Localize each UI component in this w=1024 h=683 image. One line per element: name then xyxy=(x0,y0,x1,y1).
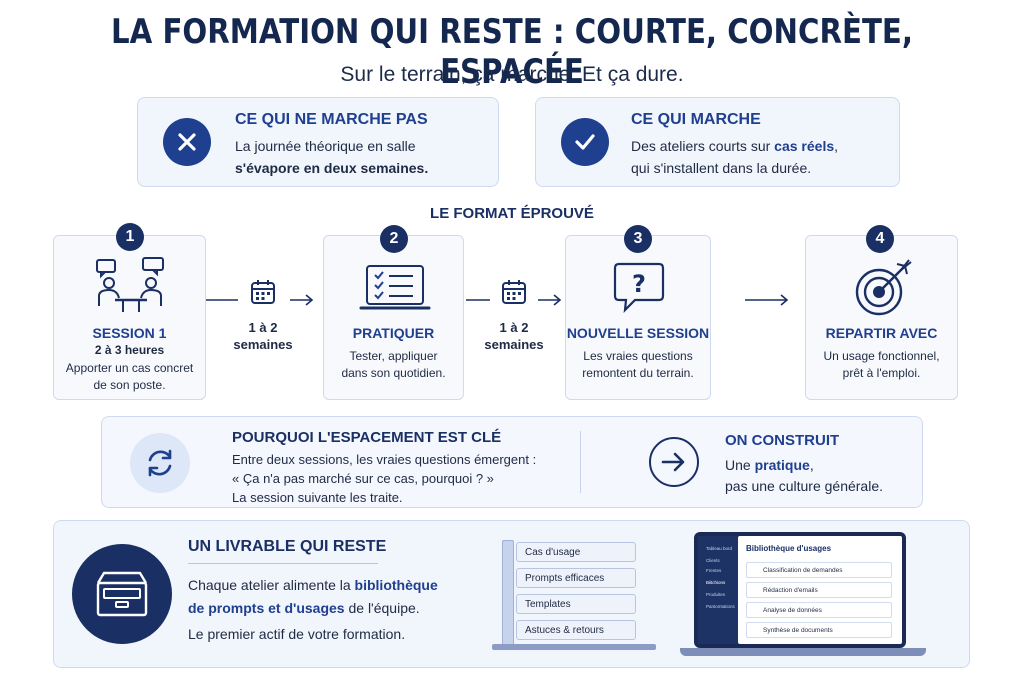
laptop-checklist-icon xyxy=(359,265,431,310)
bad-line-2: s'évapore en deux semaines. xyxy=(235,160,429,176)
library-row: Synthèse de documents xyxy=(746,622,892,638)
sidebar-item: Clients xyxy=(706,558,720,563)
library-title: Bibliothèque d'usages xyxy=(746,544,832,553)
shelf-item-4: Astuces & retours xyxy=(516,620,636,640)
step-3-title: NOUVELLE SESSION xyxy=(566,325,710,341)
sidebar-item: Produites xyxy=(706,592,726,597)
good-heading: CE QUI MARCHE xyxy=(631,111,761,128)
deliverable-line-1: Chaque atelier alimente la bibliothèque xyxy=(188,574,438,596)
calendar-icon xyxy=(502,280,526,304)
step-card-2: PRATIQUER Tester, appliquer dans son quo… xyxy=(323,235,464,400)
svg-text:?: ? xyxy=(632,270,646,298)
build-line-1-accent: pratique xyxy=(754,457,810,473)
library-row: Analyse de données xyxy=(746,602,892,618)
shelf-item-1: Cas d'usage xyxy=(516,542,636,562)
binder-stack: Cas d'usage Prompts efficaces Templates … xyxy=(492,536,658,654)
step-1-text-1: Apporter un cas concret xyxy=(65,361,194,375)
cycle-icon xyxy=(130,433,190,493)
why-line-3: La session suivante les traite. xyxy=(232,490,403,505)
sidebar-item: Pantomtations xyxy=(706,604,735,609)
arrow-right-icon xyxy=(466,294,562,306)
step-3-text-1: Les vraies questions xyxy=(583,349,693,363)
arrow-right-icon xyxy=(745,294,789,306)
deliverable-line-2-post: de l'équipe. xyxy=(344,600,420,616)
question-bubble-icon: ? xyxy=(613,262,665,313)
deliverable-line-2: de prompts et d'usages de l'équipe. xyxy=(188,597,420,619)
shelf-item-2: Prompts efficaces xyxy=(516,568,636,588)
bad-line-1: La journée théorique en salle xyxy=(235,138,416,154)
gap-2-line-1: 1 à 2 xyxy=(499,320,529,335)
step-3-text-2: remontent du terrain. xyxy=(582,366,694,380)
good-line-1: Des ateliers courts sur cas réels, xyxy=(631,135,838,157)
bad-heading: CE QUI NE MARCHE PAS xyxy=(235,111,428,128)
gap-1-line-1: 1 à 2 xyxy=(248,320,278,335)
shelf-item-3: Templates xyxy=(516,594,636,614)
library-laptop: Tableau bord Clients Frentes Biitchions … xyxy=(680,530,926,658)
sidebar-item: Frentes xyxy=(706,568,722,573)
step-3-number: 3 xyxy=(624,225,652,253)
binder-base xyxy=(492,644,656,650)
bad-card: CE QUI NE MARCHE PAS La journée théoriqu… xyxy=(137,97,499,187)
build-line-1-pre: Une xyxy=(725,457,755,473)
sidebar-item: Tableau bord xyxy=(706,546,733,551)
step-2-text-1: Tester, appliquer xyxy=(349,349,438,363)
good-line-1-post: , xyxy=(834,138,839,154)
step-4-title: REPARTIR AVEC xyxy=(825,325,938,341)
archive-box-icon xyxy=(72,544,172,644)
why-line-2: « Ça n'a pas marché sur ce cas, pourquoi… xyxy=(232,471,494,486)
deliverable-heading-underline xyxy=(188,563,378,564)
step-1-title: SESSION 1 xyxy=(92,325,167,341)
good-line-1-pre: Des ateliers courts sur xyxy=(631,138,775,154)
target-icon xyxy=(855,259,912,316)
build-heading: ON CONSTRUIT xyxy=(725,432,840,449)
arrow-circle-icon xyxy=(649,437,699,487)
deliverable-line-1-pre: Chaque atelier alimente la xyxy=(188,577,355,593)
step-2-number: 2 xyxy=(380,225,408,253)
laptop-base xyxy=(680,648,926,656)
step-4-number: 4 xyxy=(866,225,894,253)
check-icon xyxy=(561,118,609,166)
library-row: Rédaction d'emails xyxy=(746,582,892,598)
build-line-1: Une pratique, xyxy=(725,455,814,475)
build-line-2: pas une culture générale. xyxy=(725,478,883,494)
sidebar-item: Biitchions xyxy=(706,580,726,585)
gap-2-line-2: semaines xyxy=(484,337,544,352)
gap-1-line-2: semaines xyxy=(233,337,293,352)
binder-spine xyxy=(502,540,514,646)
step-1-text-2: de son poste. xyxy=(93,378,166,392)
why-line-1: Entre deux sessions, les vraies question… xyxy=(232,452,537,467)
why-card: POURQUOI L'ESPACEMENT EST CLÉ Entre deux… xyxy=(101,416,923,508)
deliverable-line-1-accent: bibliothèque xyxy=(354,577,438,593)
gap-2-label: 1 à 2 semaines xyxy=(479,319,549,353)
calendar-icon xyxy=(251,280,275,304)
gap-1-label: 1 à 2 semaines xyxy=(228,319,298,353)
step-card-4: REPARTIR AVEC Un usage fonctionnel, prêt… xyxy=(805,235,958,400)
good-card: CE QUI MARCHE Des ateliers courts sur ca… xyxy=(535,97,900,187)
step-2-text-2: dans son quotidien. xyxy=(341,366,446,380)
why-heading: POURQUOI L'ESPACEMENT EST CLÉ xyxy=(232,429,502,446)
deliverable-line-2-accent: de prompts et d'usages xyxy=(188,600,345,616)
step-2-title: PRATIQUER xyxy=(352,325,435,341)
step-4-text-2: prêt à l'emploi. xyxy=(842,366,921,380)
build-line-1-post: , xyxy=(809,457,814,473)
library-row: Classification de demandes xyxy=(746,562,892,578)
page-title: LA FORMATION QUI RESTE : COURTE, CONCRÈT… xyxy=(110,12,913,92)
step-card-1: SESSION 1 2 à 3 heures Apporter un cas c… xyxy=(53,235,206,400)
cross-icon xyxy=(163,118,211,166)
good-line-2: qui s'installent dans la durée. xyxy=(631,160,812,176)
meeting-icon xyxy=(96,257,164,312)
library-sidebar: Tableau bord Clients Frentes Biitchions … xyxy=(698,536,738,644)
step-4-text-1: Un usage fonctionnel, xyxy=(823,349,940,363)
step-1-duration: 2 à 3 heures xyxy=(94,343,165,357)
page-subtitle: Sur le terrain, ça marche. Et ça dure. xyxy=(340,63,684,86)
divider xyxy=(580,431,581,493)
deliverable-heading: UN LIVRABLE QUI RESTE xyxy=(188,538,387,555)
step-card-3: ? NOUVELLE SESSION Les vraies questions … xyxy=(565,235,711,400)
deliverable-line-3: Le premier actif de votre formation. xyxy=(188,626,406,642)
step-1-number: 1 xyxy=(116,223,144,251)
arrow-right-icon xyxy=(206,294,314,306)
good-line-1-accent: cas réels xyxy=(774,138,835,154)
format-heading: LE FORMAT ÉPROUVÉ xyxy=(430,205,594,222)
